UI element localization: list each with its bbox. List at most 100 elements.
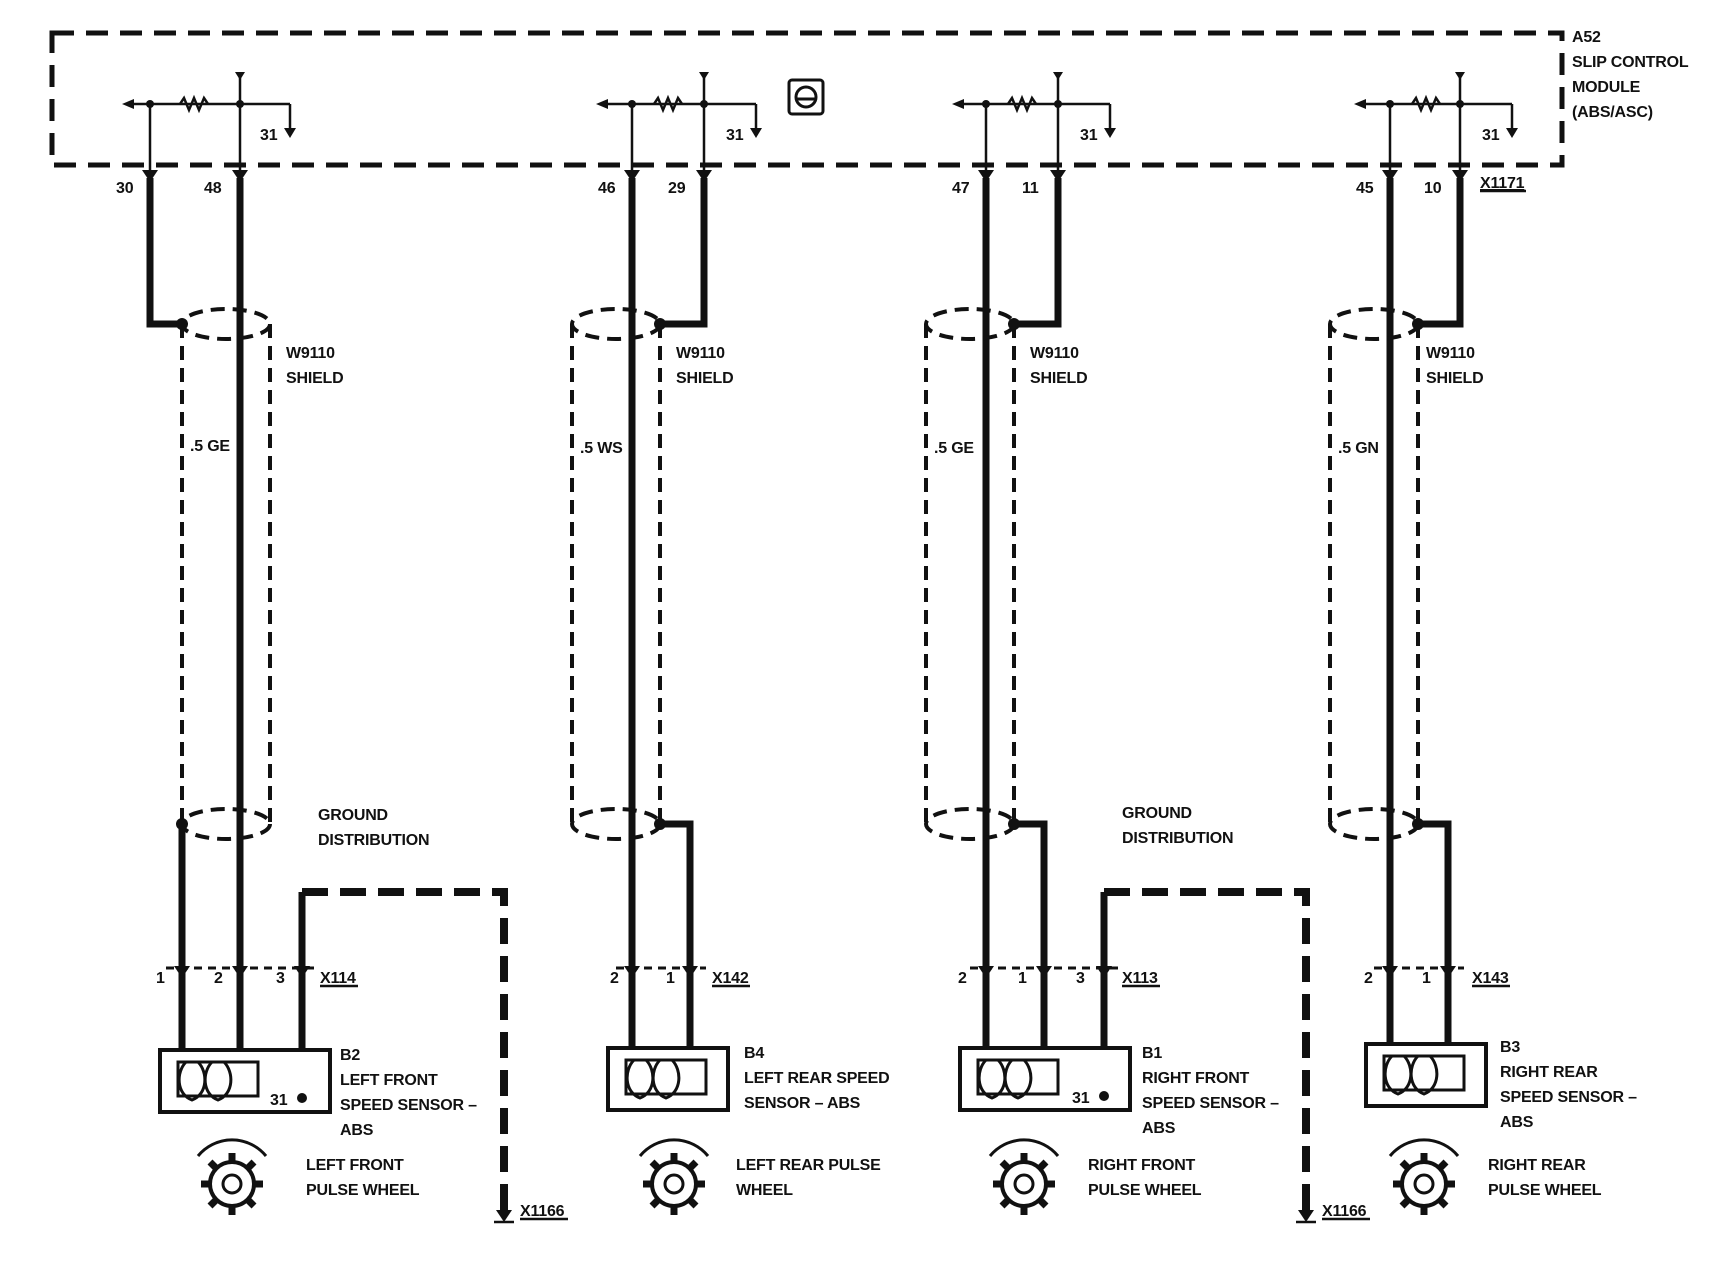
speed-sensor	[1364, 1042, 1488, 1108]
shield-id: W9110	[676, 345, 725, 362]
connector-id: X143	[1472, 970, 1509, 987]
bottom-pin: 1	[156, 970, 165, 987]
wire	[1418, 178, 1464, 328]
sensor-label-line: ABS	[340, 1122, 374, 1139]
channel-right-rear: 31 45 10 W9110 SHIELD .5 GN 2 1 X143	[1328, 72, 1637, 1215]
connector-id: X113	[1122, 970, 1158, 987]
wire	[1014, 178, 1062, 328]
ground-distribution-wire	[1104, 888, 1310, 1210]
channel-left-front: 31 30 48 W9110 SHIELD .5 GE 1	[116, 72, 568, 1224]
abs-symbol-icon	[787, 78, 825, 116]
shield-cable	[176, 307, 272, 841]
ground-distribution-label: DISTRIBUTION	[1122, 830, 1233, 847]
ground-distribution-label: GROUND	[1122, 805, 1192, 822]
pulse-wheel-label-line: RIGHT FRONT	[1088, 1157, 1196, 1174]
pulse-wheel-icon	[638, 1138, 710, 1215]
sensor-label-line: RIGHT FRONT	[1142, 1070, 1250, 1087]
ground-icon	[1296, 1210, 1316, 1224]
sensor-label-line: SENSOR – ABS	[744, 1095, 861, 1112]
connector-id: X142	[712, 970, 749, 987]
bottom-pin: 1	[1422, 970, 1431, 987]
ground-icon	[494, 1210, 514, 1224]
wire	[1418, 820, 1452, 1050]
module-boundary	[49, 30, 1565, 168]
top-pin: 29	[668, 180, 686, 197]
sensor-label-line: SPEED SENSOR –	[1500, 1089, 1637, 1106]
connector-id: X114	[320, 970, 356, 987]
bottom-pin: 2	[1364, 970, 1373, 987]
pulse-wheel-label-line: WHEEL	[736, 1182, 793, 1199]
pulse-wheel-label-line: LEFT FRONT	[306, 1157, 404, 1174]
shield-label: SHIELD	[1030, 370, 1087, 387]
module-ground-pin: 31	[1482, 127, 1500, 144]
pulse-wheel-label-line: PULSE WHEEL	[306, 1182, 420, 1199]
channel-right-front: 31 47 11 W9110 SHIELD .5 GE 2 1 3 X113	[924, 72, 1370, 1224]
shield-cable	[924, 307, 1020, 841]
wire-spec: .5 WS	[580, 440, 623, 457]
speed-sensor: 31	[158, 1048, 332, 1114]
module-internal-circuit: 31	[1354, 72, 1518, 170]
wire	[1014, 820, 1048, 1050]
sensor-ground-pin: 31	[270, 1092, 288, 1109]
sensor-id: B3	[1500, 1039, 1520, 1056]
pulse-wheel-icon	[196, 1138, 268, 1215]
shield-id: W9110	[286, 345, 335, 362]
bottom-pin: 2	[958, 970, 967, 987]
top-pin: 46	[598, 180, 616, 197]
pulse-wheel-icon	[988, 1138, 1060, 1215]
module-ground-pin: 31	[260, 127, 278, 144]
module-connector-label: X1171	[1480, 175, 1525, 192]
wire-spec: .5 GN	[1338, 440, 1379, 457]
pulse-wheel-icon	[1388, 1138, 1460, 1215]
bottom-pin: 1	[1018, 970, 1027, 987]
ground-distribution-label: GROUND	[318, 807, 388, 824]
module-ground-pin: 31	[1080, 127, 1098, 144]
sensor-label-line: RIGHT REAR	[1500, 1064, 1598, 1081]
module-name-line-2: MODULE	[1572, 79, 1641, 96]
bottom-pin: 2	[214, 970, 223, 987]
sensor-label-line: SPEED SENSOR –	[1142, 1095, 1279, 1112]
top-pin: 30	[116, 180, 134, 197]
shield-cable	[570, 307, 666, 841]
top-pin: 11	[1022, 180, 1039, 197]
wire	[146, 178, 182, 328]
sensor-label-line: SPEED SENSOR –	[340, 1097, 477, 1114]
module-internal-circuit: 31	[596, 72, 762, 170]
pulse-wheel-label-line: PULSE WHEEL	[1488, 1182, 1602, 1199]
pulse-wheel-label-line: PULSE WHEEL	[1088, 1182, 1202, 1199]
bottom-pin: 2	[610, 970, 619, 987]
sensor-id: B4	[744, 1045, 764, 1062]
bottom-pin: 3	[1076, 970, 1085, 987]
ground-distribution-label: DISTRIBUTION	[318, 832, 429, 849]
wire-spec: .5 GE	[190, 438, 230, 455]
module-name-line-1: SLIP CONTROL	[1572, 54, 1689, 71]
shield-label: SHIELD	[286, 370, 343, 387]
module-internal-circuit: 31	[952, 72, 1116, 170]
shield-id: W9110	[1426, 345, 1475, 362]
module-id: A52	[1572, 29, 1601, 46]
wire-spec: .5 GE	[934, 440, 974, 457]
module-ground-pin: 31	[726, 127, 744, 144]
pulse-wheel-label-line: RIGHT REAR	[1488, 1157, 1586, 1174]
sensor-label-line: LEFT REAR SPEED	[744, 1070, 889, 1087]
sensor-ground-pin: 31	[1072, 1090, 1090, 1107]
ground-point-id: X1166	[520, 1203, 565, 1220]
top-pin: 47	[952, 180, 970, 197]
shield-id: W9110	[1030, 345, 1079, 362]
top-pin: 10	[1424, 180, 1442, 197]
speed-sensor	[606, 1046, 730, 1112]
bottom-pin: 3	[276, 970, 285, 987]
module-name-line-3: (ABS/ASC)	[1572, 104, 1653, 121]
top-pin: 45	[1356, 180, 1374, 197]
channel-left-rear: 31 46 29 W9110 SHIELD .5 WS 2 1 X142	[570, 72, 890, 1215]
wire	[660, 820, 694, 1050]
shield-label: SHIELD	[1426, 370, 1483, 387]
speed-sensor: 31	[958, 1046, 1132, 1112]
sensor-id: B2	[340, 1047, 360, 1064]
sensor-label-line: ABS	[1500, 1114, 1534, 1131]
ground-point-id: X1166	[1322, 1203, 1367, 1220]
pulse-wheel-label-line: LEFT REAR PULSE	[736, 1157, 881, 1174]
sensor-label-line: ABS	[1142, 1120, 1176, 1137]
shield-label: SHIELD	[676, 370, 733, 387]
